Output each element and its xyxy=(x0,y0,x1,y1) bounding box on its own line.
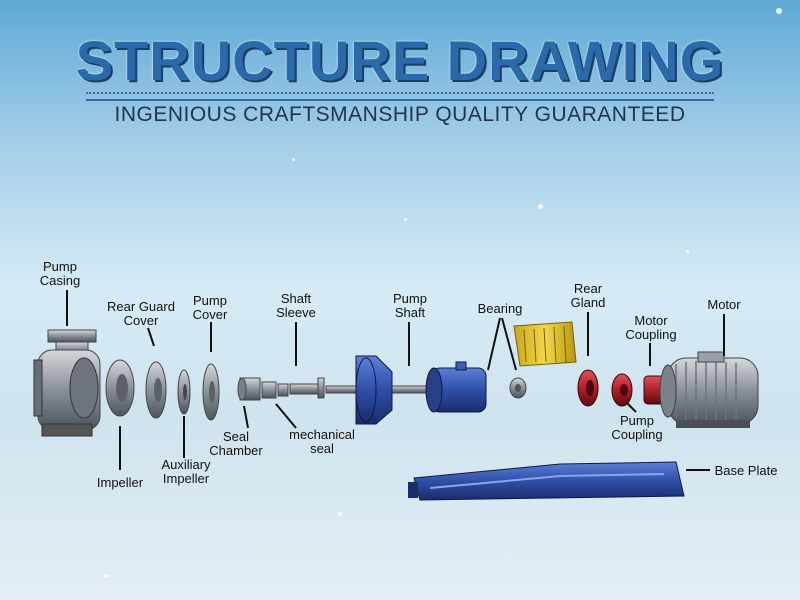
rear-guard-cover-part xyxy=(145,361,167,419)
bearing-frame-part xyxy=(355,355,487,425)
auxiliary-impeller-part xyxy=(177,369,191,415)
sparkle xyxy=(686,250,689,253)
label-auxiliary-impeller: Auxiliary Impeller xyxy=(161,457,211,486)
mechanical-seal-part xyxy=(261,381,289,399)
impeller-part xyxy=(105,359,135,417)
sparkle xyxy=(776,8,782,14)
label-shaft-sleeve: Shaft Sleeve xyxy=(276,291,316,320)
sparkle xyxy=(292,158,295,161)
label-seal-chamber: Seal Chamber xyxy=(209,429,263,458)
bearing-part xyxy=(509,377,527,399)
label-pump-casing: Pump Casing xyxy=(39,259,81,288)
label-rear-gland: Rear Gland xyxy=(570,281,606,310)
pump-cover-part xyxy=(202,363,220,421)
pump-coupling-part xyxy=(611,373,633,407)
page-title: STRUCTURE DRAWING xyxy=(75,29,725,92)
title-divider-solid xyxy=(86,99,714,101)
label-pump-coupling: Pump Coupling xyxy=(611,413,663,442)
label-pump-shaft: Pump Shaft xyxy=(393,291,427,320)
label-base-plate: Base Plate xyxy=(714,463,778,478)
label-impeller: Impeller xyxy=(96,475,144,490)
seal-chamber-part xyxy=(237,377,261,401)
page-subtitle: INGENIOUS CRAFTSMANSHIP QUALITY GUARANTE… xyxy=(114,103,686,126)
label-motor: Motor xyxy=(707,297,741,312)
base-plate-part xyxy=(408,461,685,501)
sparkle xyxy=(538,204,543,209)
label-motor-coupling: Motor Coupling xyxy=(625,313,677,342)
shaft-sleeve-part xyxy=(289,377,325,399)
pump-casing-part xyxy=(33,329,101,437)
leader-lines xyxy=(66,290,725,471)
label-bearing: Bearing xyxy=(477,301,523,316)
sparkle xyxy=(404,218,407,221)
label-pump-cover: Pump Cover xyxy=(192,293,228,322)
sparkle xyxy=(338,512,342,516)
label-rear-guard-cover: Rear Guard Cover xyxy=(107,299,175,328)
label-mechanical-seal: mechanical seal xyxy=(289,427,355,456)
rear-gland-part xyxy=(577,369,599,407)
sparkle xyxy=(104,574,108,578)
motor-part xyxy=(659,351,759,428)
coupling-guard-part xyxy=(513,321,577,367)
title-divider-dotted xyxy=(86,92,714,94)
